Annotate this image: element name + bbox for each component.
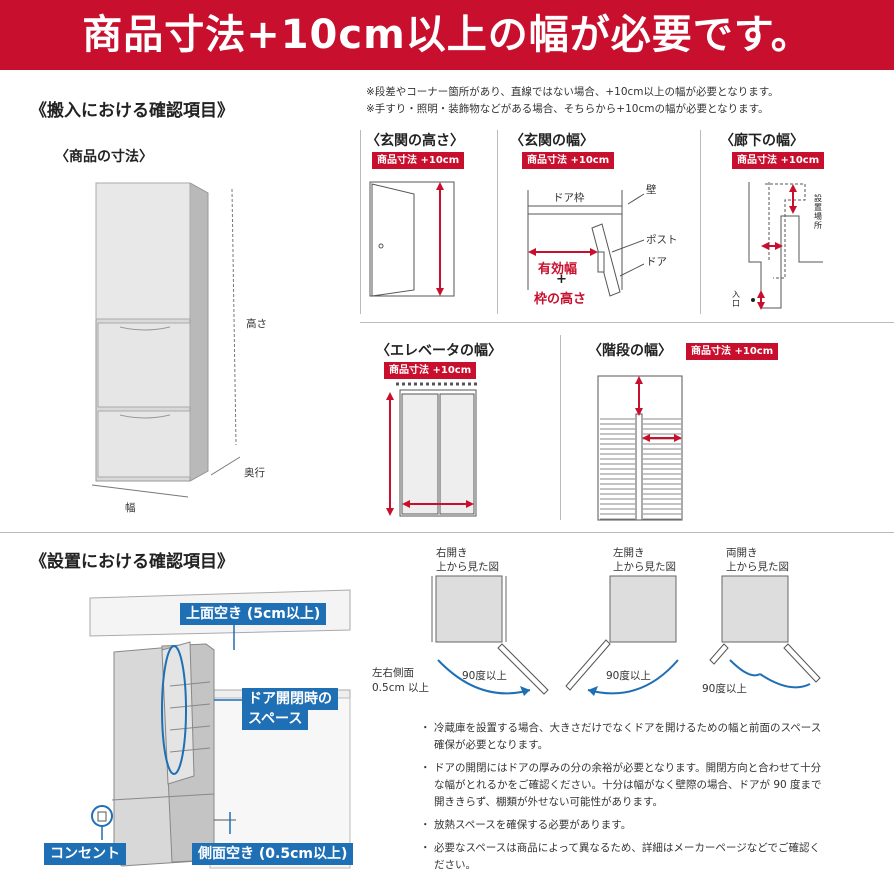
divider (560, 335, 561, 520)
divider (497, 130, 498, 314)
side-gap-label-2: 0.5cm 以上 (372, 682, 430, 694)
stairs-width-diagram (597, 375, 683, 521)
divider (700, 130, 701, 314)
size-tag: 商品寸法 +10cm (686, 343, 779, 360)
size-tag: 商品寸法 +10cm (522, 152, 615, 169)
wall-label: 壁 (646, 184, 657, 196)
installation-illustration (89, 589, 351, 869)
entrance-width-title: 〈玄関の幅〉 (510, 133, 594, 149)
door-space-label-1: ドア開閉時の (242, 688, 338, 710)
angle-label-both: 90度以上 (702, 683, 747, 695)
product-size-title: 〈商品の寸法〉 (55, 149, 153, 165)
install-place-label: 設置場所 (814, 194, 822, 230)
view-left-title: 左開き (613, 547, 645, 559)
dim-depth-label: 奥行 (244, 467, 265, 479)
entrance-height-title: 〈玄関の高さ〉 (366, 133, 464, 149)
top-view-diagrams (431, 575, 821, 696)
dim-height-label: 高さ (246, 318, 267, 330)
entrance-height-diagram (369, 181, 455, 297)
view-left-subtitle: 上から見た図 (613, 561, 676, 573)
dim-width-label: 幅 (125, 502, 136, 514)
elevator-width-title: 〈エレベータの幅〉 (376, 343, 502, 359)
entrance-label: 入口 (732, 290, 740, 308)
view-both-title: 両開き (726, 547, 758, 559)
size-tag: 商品寸法 +10cm (384, 362, 477, 379)
size-tag: 商品寸法 +10cm (732, 152, 825, 169)
banner-title: 商品寸法+10cm以上の幅が必要です。 (0, 0, 894, 70)
view-right-subtitle: 上から見た図 (436, 561, 499, 573)
top-space-label: 上面空き (5cm以上) (180, 603, 327, 625)
divider (360, 322, 894, 323)
list-item: ・必要なスペースは商品によって異なるため、詳細はメーカーページなどでご確認くださ… (420, 842, 820, 871)
entrance-width-diagram (527, 190, 645, 297)
door-frame-label: ドア枠 (553, 192, 585, 204)
carry-in-note-2: ※手すり・照明・装飾物などがある場合、そちらから+10cmの幅が必要となります。 (366, 103, 769, 115)
angle-label-right: 90度以上 (462, 670, 507, 682)
angle-label-left: 90度以上 (606, 670, 651, 682)
stairs-width-title: 〈階段の幅〉 (588, 343, 672, 359)
installation-bullets: ・冷蔵庫を設置する場合、大きさだけでなくドアを開けるための幅と前面のスペース確保… (420, 720, 830, 874)
list-item: ・ドアの開閉にはドアの厚みの分の余裕が必要となります。開閉方向と合わせて十分な幅… (420, 762, 822, 808)
view-right-title: 右開き (436, 547, 468, 559)
side-space-label: 側面空き (0.5cm以上) (192, 843, 354, 865)
plus-label: + (556, 272, 567, 287)
list-item: ・放熱スペースを確保する必要があります。 (420, 819, 632, 831)
size-tag: 商品寸法 +10cm (372, 152, 465, 169)
side-gap-label-1: 左右側面 (372, 667, 414, 679)
post-label: ポスト (646, 234, 678, 246)
divider (360, 130, 361, 314)
fridge-illustration (91, 182, 241, 498)
effective-width-label: 有効幅 (538, 262, 578, 277)
outlet-label: コンセント (44, 843, 126, 865)
carry-in-section-title: 《搬入における確認項目》 (30, 101, 234, 121)
door-space-label-2: スペース (242, 708, 309, 730)
door-label: ドア (646, 256, 667, 268)
view-both-subtitle: 上から見た図 (726, 561, 789, 573)
installation-section-title: 《設置における確認項目》 (30, 552, 234, 572)
frame-height-label: 枠の高さ (534, 292, 587, 307)
elevator-width-diagram (386, 382, 478, 517)
corridor-width-diagram (748, 182, 823, 310)
carry-in-note-1: ※段差やコーナー箇所があり、直線ではない場合、+10cm以上の幅が必要となります… (366, 86, 779, 98)
section-divider (0, 532, 894, 533)
list-item: ・冷蔵庫を設置する場合、大きさだけでなくドアを開けるための幅と前面のスペース確保… (420, 722, 822, 751)
corridor-width-title: 〈廊下の幅〉 (720, 133, 804, 149)
